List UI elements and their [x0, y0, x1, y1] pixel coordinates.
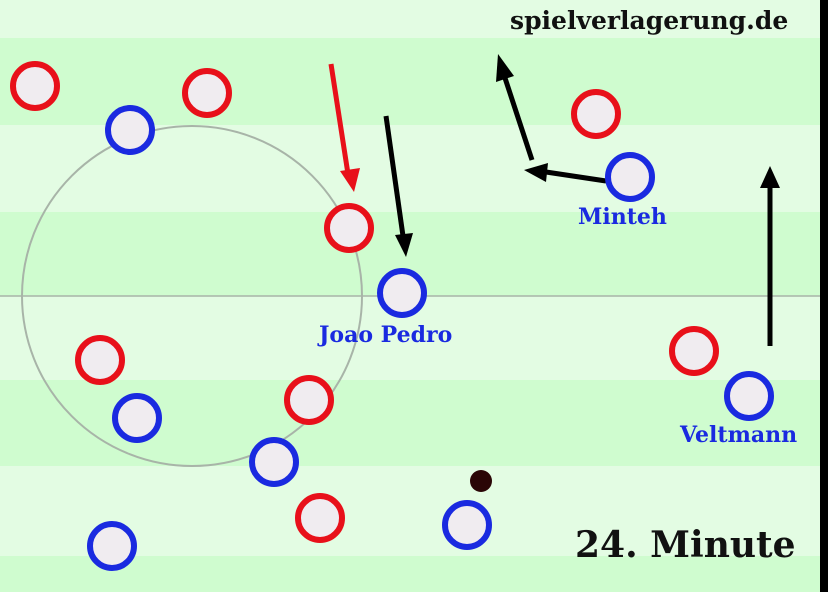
- red-player: [324, 203, 374, 253]
- player-name-minteh: Minteh: [578, 204, 667, 230]
- blue-player-veltmann: [724, 371, 774, 421]
- red-player: [571, 89, 621, 139]
- red-pressing-arrow: [328, 63, 360, 192]
- blue-player: [249, 437, 299, 487]
- black-run-arrow-right: [760, 166, 780, 346]
- stripe: [0, 0, 828, 38]
- blue-player: [442, 500, 492, 550]
- pitch-border: [820, 0, 828, 592]
- player-name-veltmann: Veltmann: [680, 422, 798, 448]
- blue-player-minteh: [605, 152, 655, 202]
- red-player: [182, 68, 232, 118]
- blue-player: [87, 521, 137, 571]
- stripe: [0, 466, 828, 556]
- player-name-joao-pedro: Joao Pedro: [319, 322, 453, 348]
- blue-team: [87, 105, 774, 571]
- red-player: [10, 61, 60, 111]
- minute-label: 24. Minute: [575, 524, 796, 566]
- black-run-arrow-up: [496, 54, 535, 161]
- red-player: [295, 493, 345, 543]
- red-player: [75, 335, 125, 385]
- blue-player: [105, 105, 155, 155]
- red-player: [669, 326, 719, 376]
- blue-player: [112, 393, 162, 443]
- black-run-arrow-center: [383, 115, 413, 257]
- red-player: [284, 375, 334, 425]
- watermark-text: spielverlagerung.de: [510, 6, 789, 35]
- stripe: [0, 556, 828, 592]
- black-pass-arrow-minteh: [524, 163, 607, 184]
- blue-player-joao-pedro: [377, 268, 427, 318]
- red-team: [10, 61, 719, 543]
- ball: [470, 470, 492, 492]
- center-circle: [21, 125, 363, 467]
- movement-arrows: [328, 54, 780, 346]
